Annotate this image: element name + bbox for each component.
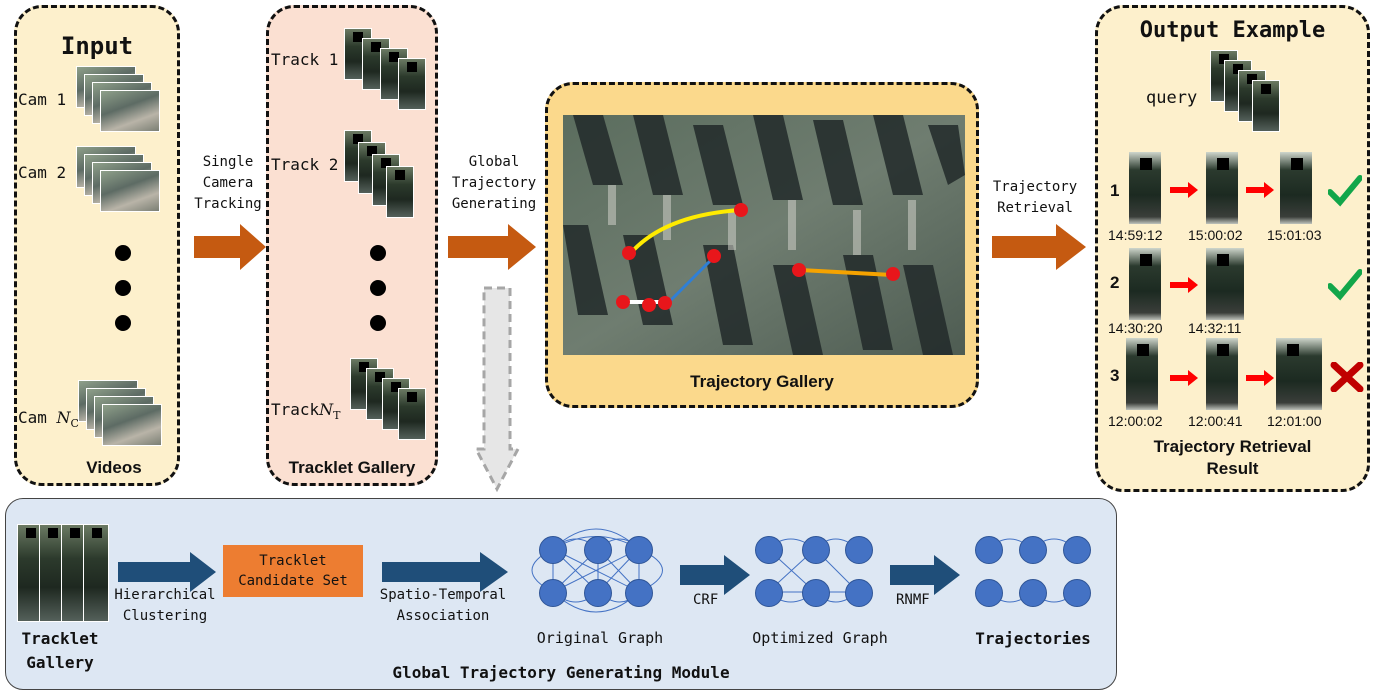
optimized-graph-label: Optimized Graph (752, 629, 888, 647)
result-image (1206, 152, 1238, 224)
result-time: 14:32:11 (1188, 320, 1242, 336)
trajectories-label: Trajectories (975, 629, 1091, 648)
red-arrow-icon (1246, 182, 1274, 198)
trajectory-retrieval-result-caption: Trajectory Retrieval Result (1153, 437, 1312, 478)
red-arrow-icon (1170, 182, 1198, 198)
graph-node (755, 536, 783, 564)
graph-node (1063, 536, 1091, 564)
global-trajectory-generating-label: Global Trajectory Generating (451, 154, 537, 212)
tracklet-gallery-caption: Tracklet Gallery (288, 458, 416, 477)
red-arrow-icon (1246, 370, 1274, 386)
result-image (1129, 152, 1161, 224)
result-time: 12:00:02 (1108, 413, 1163, 429)
result-image (1206, 338, 1238, 410)
graph-node (539, 536, 567, 564)
result-image (1206, 248, 1244, 320)
cross-icon (1330, 362, 1364, 392)
graph-node (845, 579, 873, 607)
check-icon (1328, 269, 1362, 301)
red-arrow-icon (1170, 370, 1198, 386)
navy-arrow-icon (890, 555, 960, 595)
single-camera-tracking-label: Single Camera Tracking (194, 154, 262, 212)
module-tracklet-gallery-label: Tracklet Gallery (21, 629, 99, 672)
graph-node (584, 536, 612, 564)
ellipsis-dot (115, 245, 131, 261)
graph-node (845, 536, 873, 564)
input-title: Input (60, 32, 134, 60)
graph-node (539, 579, 567, 607)
graph-node (802, 536, 830, 564)
graph-node (584, 579, 612, 607)
result-image (1126, 338, 1158, 410)
result-time: 14:30:20 (1108, 320, 1163, 336)
result-time: 14:59:12 (1108, 227, 1163, 243)
track-n-label: TrackNT (271, 400, 341, 423)
graph-node (1019, 536, 1047, 564)
optimized-graph-edges (767, 538, 859, 603)
original-graph-label: Original Graph (536, 629, 664, 647)
graph-node (1063, 579, 1091, 607)
crf-label: CRF (693, 592, 719, 608)
result-row-index: 1 (1110, 181, 1120, 200)
aerial-map-image (563, 115, 965, 355)
result-time: 15:00:02 (1188, 227, 1243, 243)
result-time: 12:00:41 (1188, 413, 1243, 429)
ellipsis-dot (370, 315, 386, 331)
track-1-label: Track 1 (271, 50, 339, 69)
trajectory-gallery-caption: Trajectory Gallery (690, 372, 834, 391)
track-2-label: Track 2 (271, 155, 339, 174)
graph-node (625, 536, 653, 564)
cam-n-label: Cam NC (18, 408, 79, 431)
result-image (1280, 152, 1312, 224)
rnmf-label: RNMF (896, 592, 930, 608)
result-image (1129, 248, 1161, 320)
ellipsis-dot (370, 280, 386, 296)
original-graph-edges (531, 528, 663, 613)
red-arrow-icon (1170, 277, 1198, 293)
graph-node (1019, 579, 1047, 607)
graph-node (625, 579, 653, 607)
hierarchical-clustering-label: Hierarchical Clustering (114, 587, 216, 624)
trajectory-retrieval-label: Trajectory Retrieval (992, 179, 1078, 216)
cam-2-label: Cam 2 (18, 163, 67, 182)
check-icon (1328, 175, 1362, 207)
ellipsis-dot (115, 315, 131, 331)
spatio-temporal-association-label: Spatio-Temporal Association (379, 587, 507, 624)
navy-arrow-icon (118, 552, 216, 592)
graph-node (755, 579, 783, 607)
output-title: Output Example (1139, 18, 1326, 43)
query-label: query (1146, 88, 1198, 108)
result-row-index: 2 (1110, 273, 1120, 292)
arrow-trajectory-retrieval (992, 224, 1086, 270)
trajectories-edges (987, 538, 1077, 603)
result-time: 12:01:00 (1267, 413, 1322, 429)
result-time: 15:01:03 (1267, 227, 1322, 243)
result-image (1276, 338, 1322, 410)
navy-arrow-icon (680, 555, 750, 595)
tracklet-candidate-set-box: Tracklet Candidate Set (223, 545, 363, 597)
module-title: Global Trajectory Generating Module (392, 663, 730, 682)
result-row-index: 3 (1110, 366, 1120, 385)
graph-node (975, 536, 1003, 564)
dashed-down-arrow (474, 286, 520, 493)
arrow-global-trajectory-generating (448, 224, 536, 270)
cam-1-label: Cam 1 (18, 90, 67, 109)
ellipsis-dot (370, 245, 386, 261)
graph-node (802, 579, 830, 607)
graph-node (975, 579, 1003, 607)
arrow-single-camera-tracking (194, 224, 266, 270)
ellipsis-dot (115, 280, 131, 296)
videos-caption: Videos (86, 458, 142, 477)
navy-arrow-icon (382, 552, 508, 592)
